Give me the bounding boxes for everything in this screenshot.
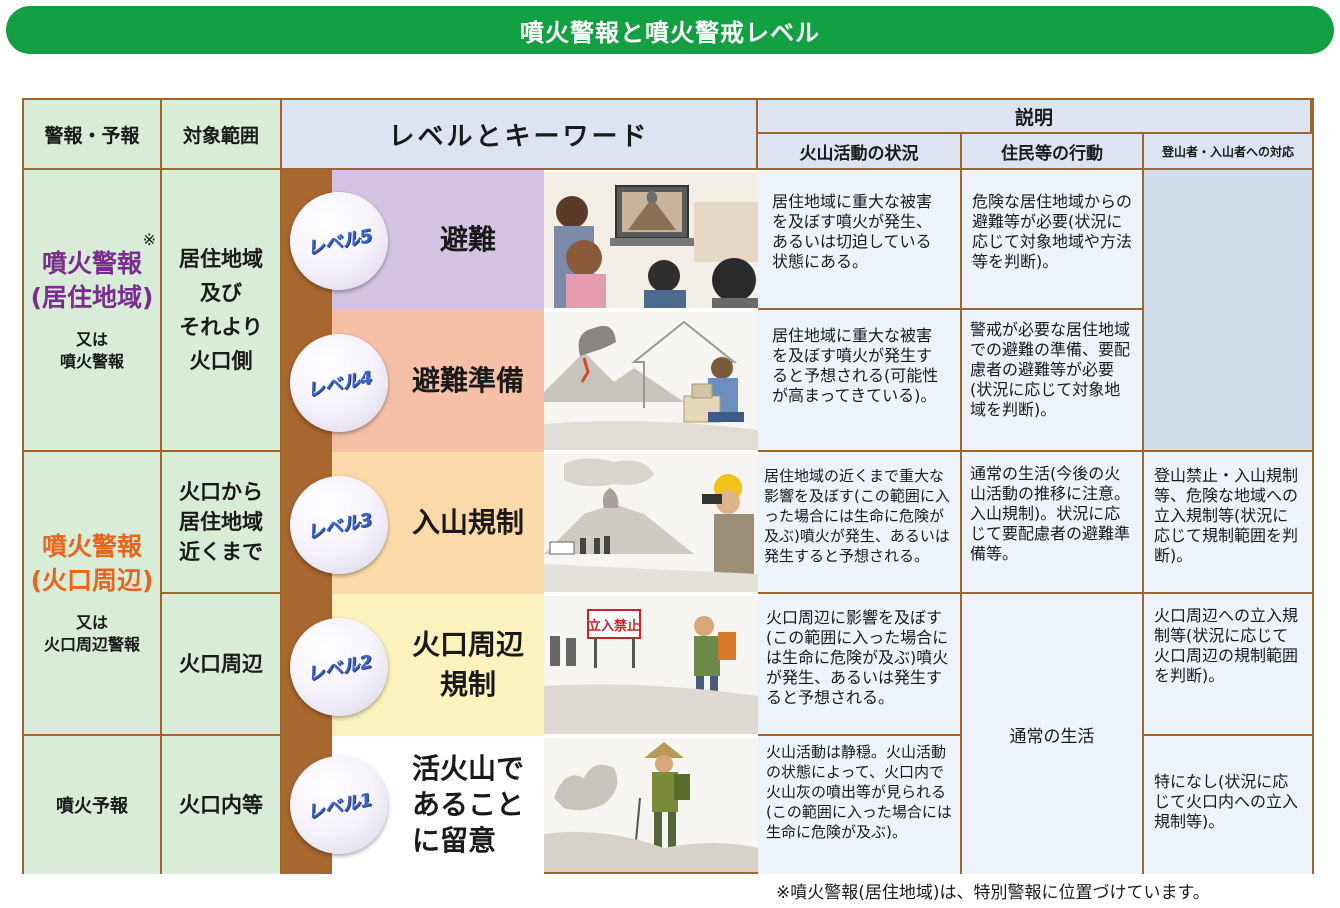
level-5-residents: 危険な居住地域からの避難等が必要(状況に応じて対象地域や方法等を判断)。 <box>962 170 1144 310</box>
level-3-keyword: 入山規制 <box>411 506 524 539</box>
level-4-5-climbers <box>1144 170 1312 452</box>
level-1-activity: 火山活動は静穏。火山活動の状態によって、火口内で火山灰の噴出等が見られる(この範… <box>758 736 962 874</box>
level-2-climbers: 火口周辺への立入規制等(状況に応じて火口周辺の規制範囲を判断)。 <box>1144 594 1312 736</box>
level-2-illustration: 立入禁止 <box>544 596 758 734</box>
level-1-illustration <box>544 738 758 872</box>
level-1-badge: レベル1 <box>290 756 388 854</box>
page-title: 噴火警報と噴火警戒レベル <box>6 6 1334 54</box>
level-5-activity: 居住地域に重大な被害を及ぼす噴火が発生、あるいは切迫している状態にある。 <box>758 170 962 310</box>
alert-residential-title: 噴火警報 (居住地域) <box>30 249 154 312</box>
header-climbers: 登山者・入山者への対応 <box>1144 134 1312 170</box>
level-5-illustration <box>544 172 758 308</box>
level-3-illustration <box>544 454 758 592</box>
level-3-badge: レベル3 <box>290 476 388 574</box>
level-1-climbers: 特になし(状況に応じて火口内への立入規制等)。 <box>1144 736 1312 874</box>
scope-crater-inside: 火口内等 <box>162 736 282 874</box>
footnote: ※噴火警報(居住地域)は、特別警報に位置づけています。 <box>776 883 1210 903</box>
level-4-illustration <box>544 312 758 450</box>
entry-restriction-illustration <box>544 454 758 592</box>
header-residents: 住民等の行動 <box>962 134 1144 170</box>
level-4-activity: 居住地域に重大な被害を及ぼす噴火が発生すると予想される(可能性が高まってきている… <box>758 310 962 452</box>
header-explanation: 説明 <box>758 100 1312 134</box>
alert-residential-or: 又は 噴火警報 <box>59 330 124 371</box>
alert-crater-title: 噴火警報 (火口周辺) <box>30 532 154 595</box>
scope-residential: 居住地域 及び それより 火口側 <box>162 170 282 452</box>
level-2-badge: レベル2 <box>290 618 388 716</box>
level-2-keyword: 火口周辺 規制 <box>411 628 524 701</box>
level-5-keyword: 避難 <box>439 223 496 256</box>
alert-residential: ※ 噴火警報 (居住地域) 又は 噴火警報 <box>24 170 162 452</box>
crater-restriction-illustration: 立入禁止 <box>544 596 758 734</box>
level-4-keyword: 避難準備 <box>411 364 524 397</box>
level-3-climbers: 登山禁止・入山規制等、危険な地域への立入規制等(状況に応じて規制範囲を判断)。 <box>1144 452 1312 594</box>
level-5-badge: レベル5 <box>290 192 388 290</box>
header-scope: 対象範囲 <box>162 100 282 170</box>
level-1-keyword: 活火山で あること に留意 <box>411 752 524 857</box>
evacuation-prep-illustration <box>544 312 758 450</box>
level-2-activity: 火口周辺に影響を及ぼす(この範囲に入った場合には生命に危険が及ぶ)噴火が発生、あ… <box>758 594 962 736</box>
alert-crater-or: 又は 火口周辺警報 <box>43 613 140 654</box>
hiker-active-volcano-illustration <box>544 738 758 872</box>
level-3-activity: 居住地域の近くまで重大な影響を及ぼす(この範囲に入った場合には生命に危険が及ぶ)… <box>758 452 962 594</box>
alert-crater: 噴火警報 (火口周辺) 又は 火口周辺警報 <box>24 452 162 736</box>
header-level-keyword: レベルとキーワード <box>282 100 758 170</box>
header-activity: 火山活動の状況 <box>758 134 962 170</box>
restriction-sign-text: 立入禁止 <box>588 618 640 634</box>
scope-crater-area: 火口周辺 <box>162 594 282 736</box>
level-4-residents: 警戒が必要な居住地域での避難の準備、要配慮者の避難等が必要(状況に応じて対象地域… <box>962 310 1144 452</box>
scope-near-residential: 火口から 居住地域 近くまで <box>162 452 282 594</box>
level-4-badge: レベル4 <box>290 334 388 432</box>
alert-level-table: 警報・予報 対象範囲 レベルとキーワード 説明 火山活動の状況 住民等の行動 登… <box>22 98 1314 874</box>
header-alert: 警報・予報 <box>24 100 162 170</box>
level-3-residents: 通常の生活(今後の火山活動の推移に注意。入山規制)。状況に応じて要配慮者の避難準… <box>962 452 1144 594</box>
level-1-2-residents: 通常の生活 <box>962 594 1144 874</box>
tv-news-family-illustration <box>544 172 758 308</box>
alert-forecast: 噴火予報 <box>24 736 162 874</box>
level-4-band: 避難準備 <box>332 310 544 452</box>
